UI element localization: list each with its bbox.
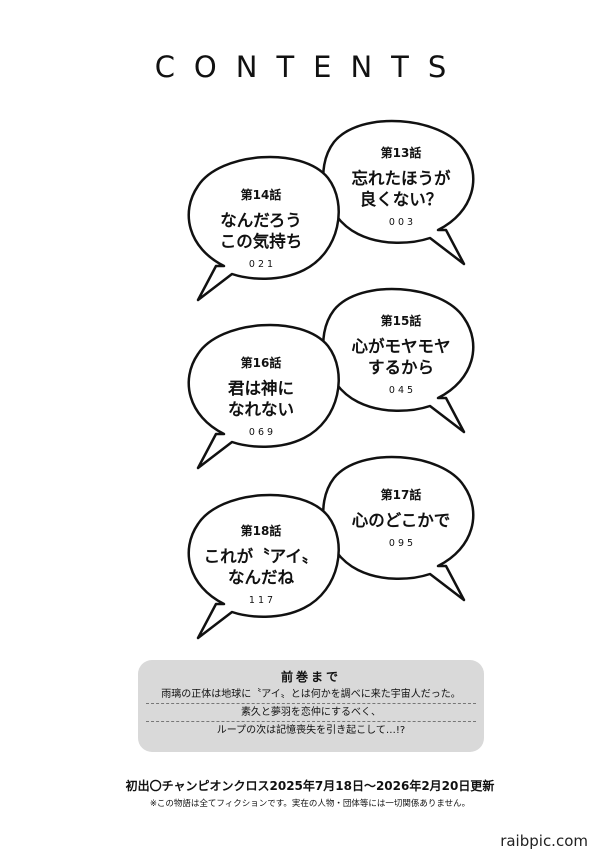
chapter-page-number: 045 bbox=[388, 385, 417, 396]
chapter-page-number: 069 bbox=[248, 427, 277, 438]
watermark: raibpic.com bbox=[500, 832, 588, 850]
chapter-number: 第13話 bbox=[380, 146, 422, 160]
chapter-bubble-15[interactable]: 第15話 心がモヤモヤ するから 045 bbox=[316, 280, 486, 440]
chapter-number: 第18話 bbox=[240, 524, 282, 538]
chapter-number: 第17話 bbox=[380, 488, 422, 502]
chapter-text: 第14話 なんだろう この気持ち 021 bbox=[186, 188, 336, 271]
recap-heading: 前巻まで bbox=[280, 670, 341, 684]
chapter-title-line: 心のどこかで bbox=[351, 511, 451, 530]
chapter-title-line: 心がモヤモヤ bbox=[351, 337, 451, 356]
chapter-number: 第14話 bbox=[240, 188, 282, 202]
chapter-number: 第15話 bbox=[380, 314, 422, 328]
fiction-disclaimer: ※この物語は全てフィクションです。実在の人物・団体等には一切関係ありません。 bbox=[149, 799, 471, 809]
chapter-title-line: 君は神に bbox=[228, 379, 294, 398]
chapter-bubble-14[interactable]: 第14話 なんだろう この気持ち 021 bbox=[176, 148, 346, 308]
chapter-title-line: なんだろう bbox=[220, 211, 302, 230]
chapter-number: 第16話 bbox=[240, 356, 282, 370]
chapter-title-line: するから bbox=[368, 358, 434, 377]
recap-line: 素久と夢羽を恋仲にするべく、 bbox=[146, 705, 476, 722]
chapter-title-line: なんだね bbox=[228, 568, 294, 587]
recap-line: 雨璃の正体は地球に〝アイ〟とは何かを調べに来た宇宙人だった。 bbox=[146, 687, 476, 704]
chapter-bubble-16[interactable]: 第16話 君は神に なれない 069 bbox=[176, 316, 346, 476]
recap-line: ループの次は記憶喪失を引き起こして…!? bbox=[216, 725, 406, 736]
chapter-title-line: 忘れたほうが bbox=[351, 169, 451, 188]
chapter-page-number: 095 bbox=[388, 538, 417, 549]
chapter-text: 第15話 心がモヤモヤ するから 045 bbox=[326, 314, 476, 397]
chapter-title-line: これが〝アイ〟 bbox=[203, 547, 319, 566]
chapter-title-line: 良くない？ bbox=[359, 190, 443, 209]
chapter-text: 第18話 これが〝アイ〟 なんだね 117 bbox=[186, 524, 336, 607]
chapter-text: 第16話 君は神に なれない 069 bbox=[186, 356, 336, 439]
chapter-bubble-18[interactable]: 第18話 これが〝アイ〟 なんだね 117 bbox=[176, 486, 346, 646]
chapter-page-number: 003 bbox=[388, 217, 417, 228]
chapter-title-line: なれない bbox=[228, 400, 294, 419]
first-publication-note: 初出〇チャンピオンクロス2025年7月18日～2026年2月20日更新 bbox=[125, 779, 495, 793]
chapter-bubble-17[interactable]: 第17話 心のどこかで 095 bbox=[316, 448, 486, 608]
chapter-bubble-13[interactable]: 第13話 忘れたほうが 良くない？ 003 bbox=[316, 112, 486, 272]
previous-volume-recap: 前巻まで 雨璃の正体は地球に〝アイ〟とは何かを調べに来た宇宙人だった。 素久と夢… bbox=[138, 660, 484, 752]
chapter-text: 第13話 忘れたほうが 良くない？ 003 bbox=[326, 146, 476, 229]
chapter-title-line: この気持ち bbox=[219, 232, 303, 251]
chapter-page-number: 117 bbox=[248, 595, 277, 606]
chapter-text: 第17話 心のどこかで 095 bbox=[326, 488, 476, 550]
chapter-page-number: 021 bbox=[248, 259, 277, 270]
page-title: CONTENTS bbox=[154, 50, 466, 84]
